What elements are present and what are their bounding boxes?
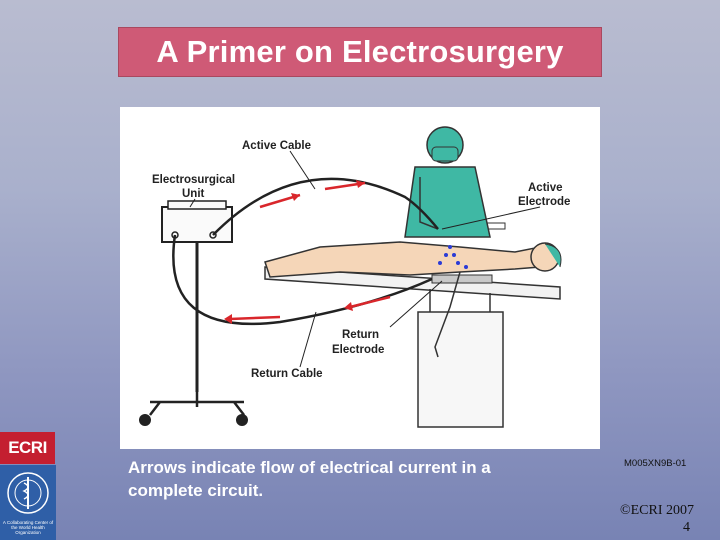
slide-code: M005XN9B-01 (624, 458, 687, 469)
patient-body (264, 241, 557, 278)
surgeon-mask (431, 146, 459, 162)
table-pedestal (417, 311, 504, 428)
label-active-electrode-line1: Active (528, 182, 563, 194)
surgeon (404, 126, 491, 238)
esu-top (167, 200, 227, 210)
label-return-electrode-line1: Return (342, 329, 379, 341)
electrosurgery-figure: Active Cable Electrosurgical Unit Active… (120, 107, 600, 449)
slide-title: A Primer on Electrosurgery (156, 34, 564, 69)
label-active-cable: Active Cable (242, 140, 311, 152)
active-cable (212, 177, 439, 236)
label-return-electrode-line2: Electrode (332, 344, 384, 356)
wheel-right (236, 414, 248, 426)
current-dots (438, 245, 468, 269)
patient-arm (434, 271, 461, 358)
surgeon-gown (404, 166, 491, 238)
current-arrows (224, 180, 391, 324)
figure-caption: Arrows indicate flow of electrical curre… (128, 458, 491, 500)
patient-cap (544, 243, 562, 268)
surgeon-arm (419, 177, 439, 230)
who-logo (0, 465, 56, 540)
ecri-logo-text: ECRI (8, 438, 47, 457)
figure-svg: Active Cable Electrosurgical Unit Active… (139, 126, 570, 428)
who-emblem-icon (7, 472, 49, 514)
label-esu-line2: Unit (182, 188, 205, 200)
label-active-electrode-line2: Electrode (518, 196, 570, 208)
cart-base (149, 392, 245, 416)
label-return-cable: Return Cable (251, 368, 323, 380)
wheel-left (139, 414, 151, 426)
title-box: A Primer on Electrosurgery (118, 27, 602, 77)
electrosurgical-unit (139, 200, 248, 426)
who-caption: A Collaborating Center of the World Heal… (2, 520, 54, 535)
copyright: ©ECRI 2007 (619, 503, 694, 518)
operating-table (264, 266, 561, 428)
arrow-4 (349, 295, 391, 309)
label-esu-line1: Electrosurgical (152, 174, 235, 186)
esu-port-active (209, 231, 217, 239)
arrow-3 (229, 315, 281, 321)
leader-lines (189, 150, 541, 368)
page-number: 4 (683, 520, 690, 535)
ecri-logo: ECRI (0, 432, 55, 464)
return-cable (172, 234, 433, 326)
